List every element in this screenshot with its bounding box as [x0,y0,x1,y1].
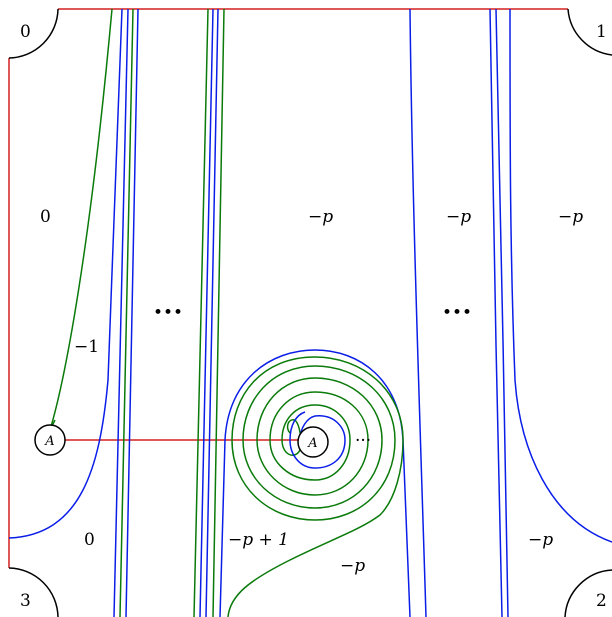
region-label-top-right-inner: −p [446,207,471,227]
region-label-top-left: 0 [40,207,51,227]
right-curves [409,8,612,617]
region-label-bottom-spiral: −p [340,556,365,576]
svg-text:A: A [44,434,54,449]
green-spiral [227,356,404,617]
corner-arcs [8,8,612,617]
region-label-bottom-left: 0 [84,530,95,550]
region-label-top-middle: −p [308,207,333,227]
node-center: A [297,426,329,458]
left-curves [8,8,139,617]
red-boundary [8,8,568,568]
corner-label-0: 0 [20,22,31,42]
region-label-minus-one: −1 [74,337,99,357]
corner-label-3: 3 [20,591,31,611]
middle-curves [193,8,225,617]
ellipsis-right: ••• [442,303,472,323]
region-label-bottom-right: −p [528,530,553,550]
spiral-blue-arch [219,349,411,617]
inner-blue-ring [289,411,346,469]
ellipsis-spiral: ··· [355,431,371,451]
node-left: A [34,424,66,456]
region-label-top-right-outer: −p [558,207,583,227]
svg-text:A: A [307,436,317,451]
corner-label-1: 1 [596,22,607,42]
ellipsis-left: ••• [153,303,183,323]
region-label-bottom-middle: −p + 1 [228,530,289,550]
corner-label-2: 2 [596,591,607,611]
